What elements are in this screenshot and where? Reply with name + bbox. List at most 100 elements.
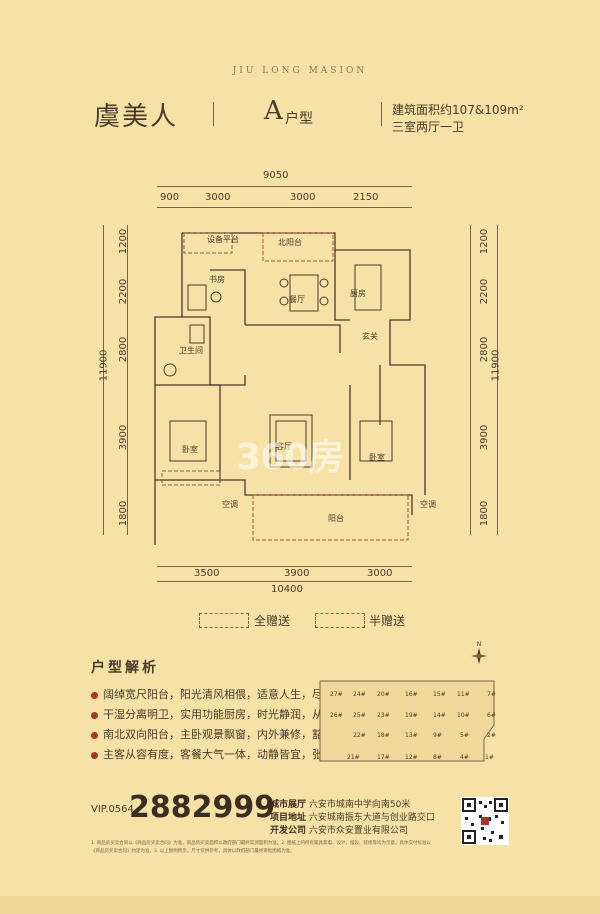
dim-top-3: 3000 — [290, 192, 316, 203]
site-building-label: 7# — [487, 691, 496, 698]
dim-left-total-line — [103, 225, 104, 535]
legend-half-swatch — [315, 613, 365, 628]
compass-north-label: N — [477, 641, 482, 648]
dim-right-3: 2800 — [479, 336, 491, 363]
room-kitchen: 厨房 — [350, 289, 366, 298]
dim-bottom-total-line — [157, 581, 412, 582]
dim-top-total: 9050 — [263, 170, 289, 181]
dim-right-total-line — [497, 225, 498, 535]
room-living: 客厅 — [276, 442, 292, 451]
watermark: 360房 — [236, 437, 344, 478]
site-building-label: 6# — [487, 712, 496, 719]
address: 项目地址 六安城南振东大道与创业路交口 — [270, 813, 435, 823]
analysis-title: 户型解析 — [91, 660, 159, 676]
site-building-label: 9# — [433, 732, 442, 739]
legend-full-label: 全赠送 — [254, 614, 291, 628]
site-building-label: 16# — [405, 691, 418, 698]
analysis-point-1: 阔绰宽尺阳台，阳光清风相偎，适意人生，尽览于此 — [91, 686, 356, 702]
showroom: 城市展厅 六安市城南中学向南50米 — [270, 800, 411, 810]
site-building-label: 23# — [377, 712, 390, 719]
room-balcony: 阳台 — [328, 514, 344, 523]
dim-top-2: 3000 — [205, 192, 231, 203]
legend-half-label: 半赠送 — [369, 614, 406, 628]
site-building-label: 17# — [377, 754, 390, 761]
dim-bottom-2: 3900 — [284, 568, 310, 579]
brand-line: JIU LONG MASION — [232, 66, 368, 76]
room-north-balcony: 北阳台 — [278, 238, 302, 247]
compass-icon: N — [471, 641, 487, 664]
project-name: 虞美人 — [94, 102, 179, 132]
site-building-label: 25# — [353, 712, 366, 719]
dim-right-total: 11900 — [490, 349, 502, 382]
site-building-label: 10# — [457, 712, 470, 719]
dim-right-5: 1800 — [479, 500, 491, 527]
room-master-bedroom: 卧室 — [182, 445, 198, 454]
dim-top-seg-line — [157, 207, 412, 208]
site-building-label: 27# — [330, 691, 343, 698]
dim-bottom-1: 3500 — [194, 568, 220, 579]
dim-right-4: 3900 — [479, 424, 491, 451]
site-building-label: 18# — [377, 732, 390, 739]
dim-top-1: 900 — [160, 192, 180, 203]
dim-left-3: 2800 — [118, 336, 130, 363]
legend-full-swatch — [199, 613, 249, 628]
analysis-point-4: 主客从容有度，客餐大气一体，动静皆宜，张弛有度 — [91, 746, 356, 762]
room-bathroom: 卫生间 — [179, 346, 203, 355]
disclaimer: 1. 商品房买卖合同以《商品房买卖合同》为准，商品房买卖面积以政府部门最终实测面… — [91, 840, 461, 856]
dim-left-1: 1200 — [118, 228, 130, 255]
site-building-label: 14# — [433, 712, 446, 719]
site-building-label: 12# — [405, 754, 418, 761]
site-building-label: 1# — [485, 754, 494, 761]
floor-plan — [154, 232, 426, 545]
vip-label: VIP.0564 — [91, 804, 134, 815]
dim-right-1: 1200 — [479, 228, 491, 255]
site-building-label: 11# — [457, 691, 470, 698]
site-building-label: 2# — [487, 732, 496, 739]
unit-letter: A — [264, 96, 283, 126]
analysis-point-3: 南北双向阳台，主卧观景飘窗，内外兼修，豁达通透 — [91, 726, 356, 742]
site-building-label: 19# — [405, 712, 418, 719]
room-entry: 玄关 — [362, 332, 378, 341]
room-study: 书房 — [209, 275, 225, 284]
dim-right-2: 2200 — [479, 278, 491, 305]
hotline[interactable]: 2882999 — [129, 790, 276, 825]
site-building-label: 13# — [405, 732, 418, 739]
site-building-label: 15# — [433, 691, 446, 698]
disclaimer-line-2: 《商品房买卖合同》约定为准。3. 以上图例所示，尺寸仅供参考，具体以政府部门最终… — [91, 849, 295, 854]
dim-bottom-3: 3000 — [367, 568, 393, 579]
unit-divider — [381, 102, 382, 126]
site-building-label: 8# — [433, 754, 442, 761]
room-bedroom: 卧室 — [369, 453, 385, 462]
site-building-label: 26# — [330, 712, 343, 719]
qr-code[interactable] — [461, 797, 509, 845]
room-ac-right: 空调 — [420, 500, 436, 509]
room-dining: 餐厅 — [289, 295, 305, 304]
site-plan — [319, 680, 495, 762]
analysis-point-2: 干湿分离明卫，实用功能厨房，时光静润，从容有序 — [91, 706, 356, 722]
site-building-label: 5# — [460, 732, 469, 739]
dim-top-4: 2150 — [353, 192, 379, 203]
dim-left-total: 11900 — [98, 349, 110, 382]
footer-band — [0, 896, 600, 914]
room-equipment: 设备平台 — [207, 235, 239, 244]
site-building-label: 4# — [460, 754, 469, 761]
dim-bottom-total: 10400 — [271, 584, 303, 595]
room-ac-left: 空调 — [222, 500, 238, 509]
site-building-label: 22# — [353, 732, 366, 739]
unit-area: 建筑面积约107&109m² — [392, 103, 524, 117]
dim-bottom-seg-line — [157, 566, 412, 567]
dim-left-5: 1800 — [118, 500, 130, 527]
dim-left-seg-line — [127, 225, 128, 535]
unit-layout: 三室两厅一卫 — [392, 120, 465, 134]
title-divider — [213, 102, 214, 126]
unit-word: 户型 — [285, 111, 313, 127]
dim-left-2: 2200 — [118, 278, 130, 305]
site-building-label: 24# — [353, 691, 366, 698]
dim-right-seg-line — [470, 225, 471, 535]
dim-left-4: 3900 — [118, 424, 130, 451]
dim-top-total-line — [157, 186, 412, 187]
disclaimer-line-1: 1. 商品房买卖合同以《商品房买卖合同》为准，商品房买卖面积以政府部门最终实测面… — [91, 841, 431, 846]
site-building-label: 20# — [377, 691, 390, 698]
developer: 开发公司 六安市众安置业有限公司 — [270, 826, 408, 836]
site-building-label: 21# — [347, 754, 360, 761]
